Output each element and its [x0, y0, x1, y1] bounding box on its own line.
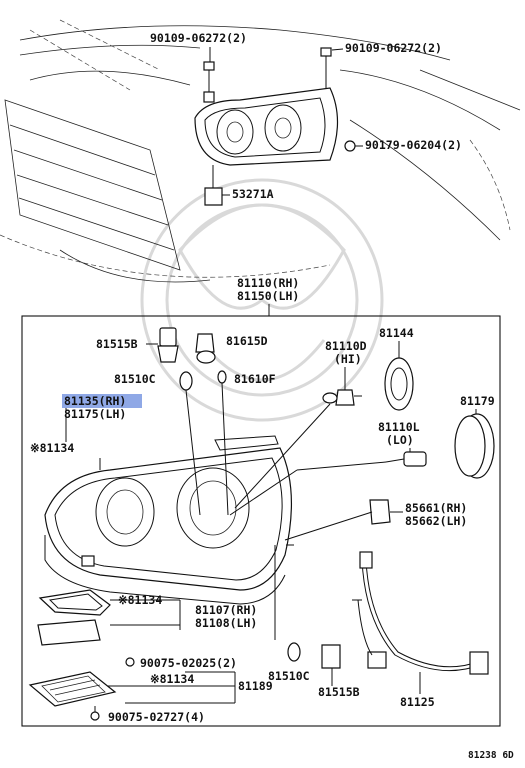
label-81125: 81125: [400, 695, 435, 709]
label-81110d: 81110D: [325, 339, 367, 353]
label-81107: 81107(RH): [195, 603, 257, 617]
leader-lines: [65, 382, 387, 704]
bulbs-and-sockets: [157, 327, 495, 525]
label-bolt-left: 90109-06272(2): [150, 31, 247, 45]
label-81510c-top: 81510C: [114, 372, 156, 386]
headlamp-body: [44, 435, 294, 605]
part-labels: 81515B 81615D 81510C 81610F 81110D (HI) …: [30, 326, 495, 724]
label-clip: 53271A: [232, 187, 274, 201]
label-81108: 81108(LH): [195, 616, 257, 630]
lower-components: [28, 551, 489, 721]
vehicle-front-sketch: [0, 19, 521, 283]
highlight-81135: [62, 394, 142, 408]
assembly-frame: [21, 315, 501, 727]
label-81110l-sub: (LO): [386, 433, 414, 447]
label-81615d: 81615D: [226, 334, 268, 348]
label-81135-rh: 81135(RH): [64, 394, 126, 408]
watermark-emblem: [140, 178, 384, 422]
assembly-label-lh: 81150(LH): [237, 289, 299, 303]
upper-callouts: 90109-06272(2) 90109-06272(2) 90179-0620…: [150, 31, 462, 201]
label-90075-02727: 90075-02727(4): [108, 710, 205, 724]
label-81134-lower: ※81134: [150, 672, 194, 686]
drawing-number: 81238 6D: [468, 750, 514, 761]
installed-headlamp: [194, 47, 356, 206]
label-81515b-top: 81515B: [96, 337, 138, 351]
label-81110d-sub: (HI): [334, 352, 362, 366]
label-81134-main: ※81134: [30, 441, 74, 455]
label-81189: 81189: [238, 679, 273, 693]
label-81510c-bottom: 81510C: [268, 669, 310, 683]
label-81110l: 81110L: [378, 420, 420, 434]
label-85661: 85661(RH): [405, 501, 467, 515]
label-81134-cover: ※81134: [118, 593, 162, 607]
label-81179: 81179: [460, 394, 495, 408]
label-81144: 81144: [379, 326, 414, 340]
label-81515b-bottom: 81515B: [318, 685, 360, 699]
label-90075-02025: 90075-02025(2): [140, 656, 237, 670]
label-bolt-right: 90109-06272(2): [345, 41, 442, 55]
label-81175-lh: 81175(LH): [64, 407, 126, 421]
label-85662: 85662(LH): [405, 514, 467, 528]
label-nut: 90179-06204(2): [365, 138, 462, 152]
assembly-label-rh: 81110(RH): [237, 276, 299, 290]
label-81610f: 81610F: [234, 372, 276, 386]
